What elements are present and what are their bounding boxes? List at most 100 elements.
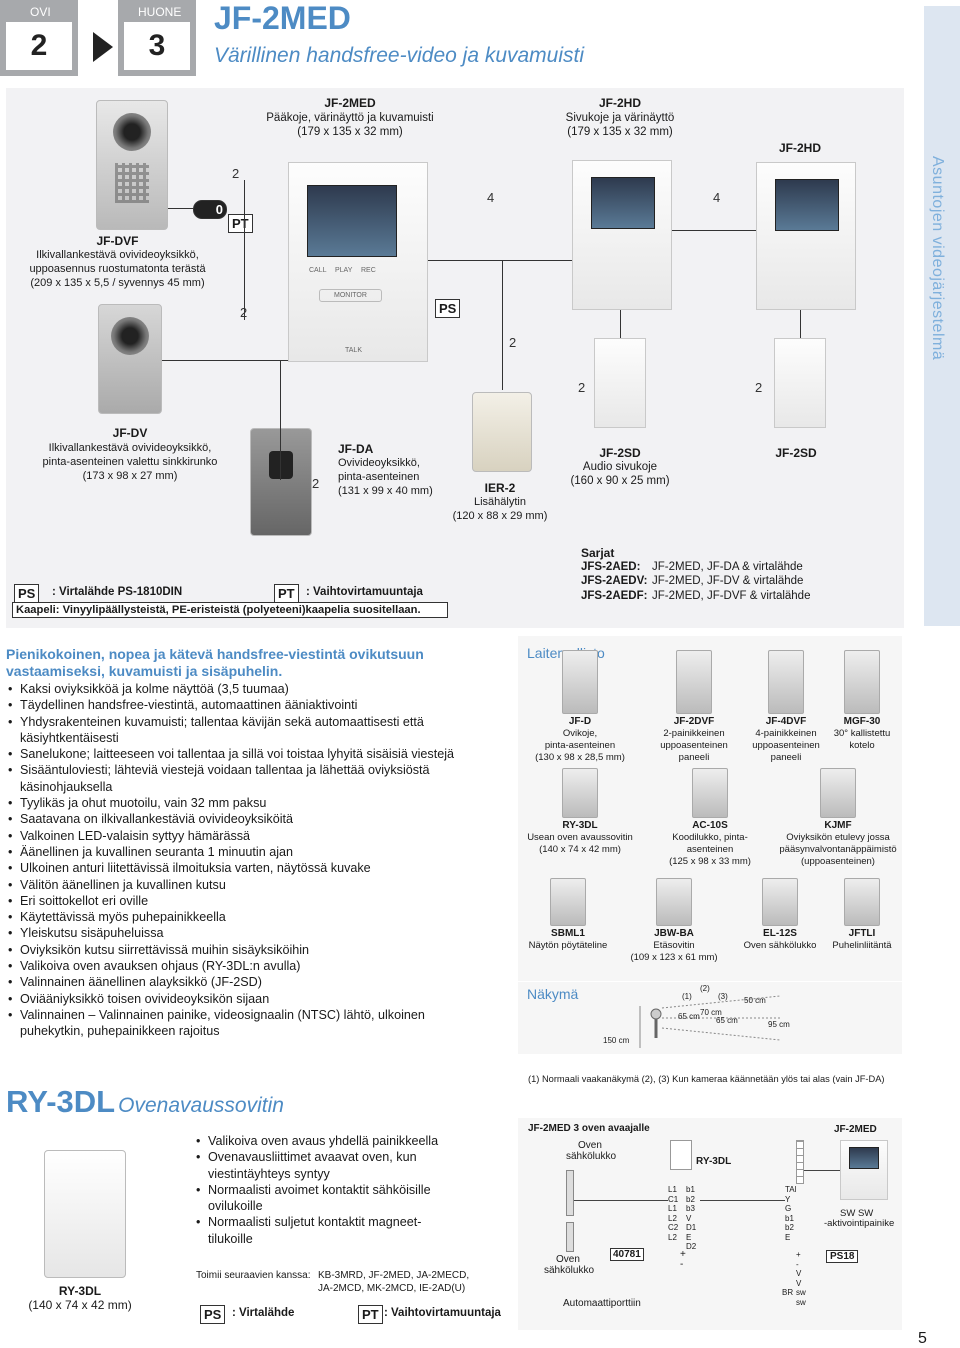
sw-label: SW SW bbox=[840, 1208, 874, 1219]
monitor-screen bbox=[849, 1147, 879, 1169]
lock-bot-icon bbox=[566, 1222, 574, 1252]
ry-feature-item: Valikoiva oven avaus yhdellä painikkeell… bbox=[194, 1133, 494, 1150]
terminal-label: G bbox=[785, 1204, 792, 1213]
monitor-screen bbox=[775, 179, 839, 231]
feature-item: Eri soittokellot eri oville bbox=[6, 893, 506, 910]
terminal-label: L2 bbox=[668, 1213, 677, 1223]
wire-line bbox=[700, 1200, 785, 1201]
side-tab-label: Asuntojen videojärjestelmä bbox=[929, 156, 946, 361]
product-name: SBML1 bbox=[551, 928, 585, 939]
arrow-right-icon bbox=[93, 32, 113, 62]
product-name: JBW-BA bbox=[654, 928, 694, 939]
feature-item: Tyylikäs ja ohut muotoilu, vain 32 mm pa… bbox=[6, 795, 506, 812]
product-desc: Usean oven avaussovitin bbox=[527, 832, 633, 843]
ps-badge: PS bbox=[435, 299, 461, 318]
wire-count: 2 bbox=[312, 476, 320, 491]
ovi-tag: OVI bbox=[30, 5, 51, 19]
jf-2sd-desc2: (160 x 90 x 25 mm) bbox=[570, 475, 670, 487]
dim-50: 50 cm bbox=[744, 996, 766, 1005]
product-desc: Näytön pöytäteline bbox=[528, 940, 608, 951]
dim-150: 150 cm bbox=[603, 1036, 630, 1045]
wiring-title: JF-2MED 3 oven avaajalle bbox=[528, 1123, 650, 1134]
product-image bbox=[656, 878, 692, 926]
wire-line bbox=[244, 180, 245, 320]
wire-line bbox=[428, 260, 572, 261]
jf-dvf-desc2: uppoasennus ruostumatonta terästä bbox=[29, 263, 206, 275]
jf-dvf-desc3: (209 x 135 x 5,5 / syvennys 45 mm) bbox=[30, 277, 205, 289]
jf-da-image bbox=[250, 428, 312, 536]
ry-3dl-name: RY-3DL bbox=[58, 1284, 102, 1298]
wiring-ry3dl: RY-3DL bbox=[696, 1156, 732, 1167]
wire-line bbox=[280, 360, 281, 480]
key-badge: 0 bbox=[193, 200, 227, 219]
play-button: PLAY bbox=[335, 267, 353, 274]
jf-dvf-desc1: Ilkivallankestävä ovivideoyksikkö, bbox=[36, 249, 199, 261]
jf-2med-image: CALL PLAY REC MONITOR TALK bbox=[288, 162, 428, 362]
feature-item: Saatavana on ilkivallankestäviä ovivideo… bbox=[6, 811, 506, 828]
dim-70: 70 cm bbox=[700, 1008, 722, 1017]
terminal-label: L1 bbox=[668, 1185, 677, 1194]
lock-top-icon bbox=[566, 1170, 574, 1216]
product-name: AC-10S bbox=[692, 820, 728, 831]
side-tab: Asuntojen videojärjestelmä bbox=[924, 6, 960, 626]
terminal-label: - bbox=[680, 1258, 684, 1270]
product-desc: Puhelinliitäntä bbox=[832, 940, 892, 951]
terminal-label: b2 bbox=[686, 1194, 695, 1204]
product-desc: 2-painikkeinen bbox=[663, 728, 725, 739]
ry-feature-item: Normaalisti avoimet kontaktit sähköisill… bbox=[194, 1182, 494, 1199]
camera-icon bbox=[269, 451, 293, 479]
ry-pt-badge: PT bbox=[358, 1305, 383, 1324]
pt-badge: PT bbox=[228, 214, 253, 233]
product-desc: (125 x 98 x 33 mm) bbox=[669, 856, 751, 867]
jf-2sd-desc1: Audio sivukoje bbox=[582, 461, 658, 473]
ry-3dl-feature-list: Valikoiva oven avaus yhdellä painikkeell… bbox=[194, 1133, 494, 1247]
camera-icon bbox=[111, 317, 149, 355]
product-desc: paneeli bbox=[770, 752, 802, 763]
jf-2med-mini bbox=[840, 1140, 888, 1200]
jf-2hd-b-name: JF-2HD bbox=[778, 141, 821, 155]
ry-ps-badge: PS bbox=[200, 1305, 226, 1324]
jf-dv-desc3: (173 x 98 x 27 mm) bbox=[82, 470, 178, 482]
feature-item: Välitön äänellinen ja kuvallinen kutsu bbox=[6, 877, 506, 894]
dim-95: 95 cm bbox=[768, 1020, 790, 1029]
set-key: JFS-2AED: bbox=[581, 561, 641, 573]
feature-item: Oviyksikön kutsu siirrettävissä muihin s… bbox=[6, 942, 506, 959]
feature-item: Valinnainen äänellinen alayksikkö (JF-2S… bbox=[6, 974, 506, 991]
feature-item: Kaksi oviyksikköä ja kolme näyttöä (3,5 … bbox=[6, 681, 506, 698]
terminal-label: D1 bbox=[686, 1223, 697, 1232]
product-desc: 30° kallistettu bbox=[833, 728, 891, 739]
set-value: JF-2MED, JF-DV & virtalähde bbox=[652, 575, 804, 587]
product-desc: (109 x 123 x 61 mm) bbox=[630, 952, 718, 963]
compat-label: Toimii seuraavien kanssa: bbox=[196, 1270, 311, 1281]
product-desc: uppoasenteinen bbox=[660, 740, 728, 751]
speaker-grille bbox=[115, 163, 149, 203]
product-desc: pääsynvalvontanäppäimistö bbox=[779, 844, 897, 855]
psu-label: 40781 bbox=[610, 1248, 644, 1261]
product-name: JF-D bbox=[568, 716, 592, 727]
wire-count: 2 bbox=[509, 335, 517, 350]
product-desc: 4-painikkeinen bbox=[755, 728, 817, 739]
lock-bot-1: Oven bbox=[556, 1254, 580, 1265]
ry-3dl-dims: (140 x 74 x 42 mm) bbox=[28, 1298, 132, 1312]
set-value: JF-2MED, JF-DVF & virtalähde bbox=[652, 590, 811, 602]
product-image bbox=[844, 650, 880, 714]
product-desc: Koodilukko, pinta-asenteinen bbox=[672, 832, 748, 855]
terminal-block-power: +- bbox=[680, 1250, 686, 1269]
jf-2sd-image bbox=[594, 338, 646, 428]
huone-tag: HUONE bbox=[138, 5, 182, 19]
jf-2hd-b-image bbox=[756, 162, 856, 310]
features-heading-1: Pienikokoinen, nopea ja kätevä handsfree… bbox=[6, 646, 424, 662]
product-desc: Etäsovitin bbox=[653, 940, 695, 951]
jf-2med-desc1: Pääkoje, värinäyttö ja kuvamuisti bbox=[266, 112, 434, 124]
product-image bbox=[562, 768, 598, 818]
talk-label: TALK bbox=[345, 347, 362, 354]
product-image bbox=[676, 650, 712, 714]
wiring-panel bbox=[518, 1118, 902, 1330]
legend-pt-text: : Vaihtovirtamuuntaja bbox=[306, 586, 423, 598]
ry-feature-item: Ovenavausliittimet avaavat oven, kun bbox=[194, 1149, 494, 1166]
terminal-label: TAl bbox=[785, 1185, 797, 1194]
